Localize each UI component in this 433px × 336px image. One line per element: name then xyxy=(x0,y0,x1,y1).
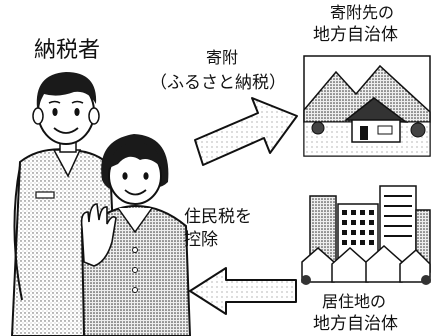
home-municipality-label-line1: 居住地の xyxy=(322,292,387,311)
donation-label: 寄附 xyxy=(206,48,239,67)
taxpayer-woman-illustration xyxy=(80,134,192,336)
rural-municipality-illustration xyxy=(303,55,431,157)
resident-tax-label-line2: 控除 xyxy=(184,230,218,250)
resident-tax-label-line1: 住民税を xyxy=(184,207,252,227)
donee-municipality-label-line2: 地方自治体 xyxy=(313,25,398,45)
donation-arrow xyxy=(194,97,298,166)
taxpayer-label: 納税者 xyxy=(34,38,101,63)
home-municipality-label-line2: 地方自治体 xyxy=(313,314,398,334)
urban-municipality-illustration xyxy=(301,185,431,285)
furusato-nozei-label: （ふるさと納税） xyxy=(150,73,286,93)
tax-deduction-arrow xyxy=(189,267,297,315)
taxpayer-man-illustration xyxy=(10,72,120,336)
donee-municipality-label-line1: 寄附先の xyxy=(330,3,395,22)
